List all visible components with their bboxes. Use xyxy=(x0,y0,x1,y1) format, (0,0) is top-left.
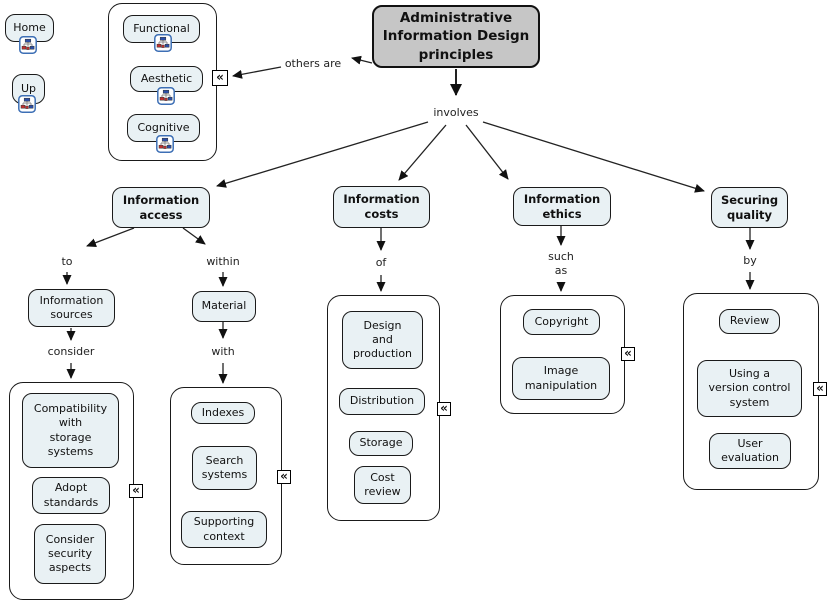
annotation-chevron-icon-quality[interactable]: « xyxy=(813,382,827,396)
concept-cognitive[interactable]: Cognitive xyxy=(127,114,200,142)
link-such-as: such as xyxy=(548,250,574,278)
concept-image-manipulation[interactable]: Image manipulation xyxy=(512,357,610,400)
concept-version-control[interactable]: Using a version control system xyxy=(697,360,802,417)
concept-copyright[interactable]: Copyright xyxy=(523,309,600,335)
concept-information-access[interactable]: Information access xyxy=(112,187,210,228)
up-cmap-link-icon[interactable] xyxy=(18,95,36,113)
cognitive-cmap-link-icon[interactable] xyxy=(156,135,174,153)
concept-information-sources[interactable]: Information sources xyxy=(28,289,115,327)
functional-cmap-link-icon[interactable] xyxy=(154,34,172,52)
link-others-are: others are xyxy=(284,57,342,70)
aesthetic-cmap-link-icon[interactable] xyxy=(157,87,175,105)
annotation-chevron-icon-material[interactable]: « xyxy=(277,470,291,484)
concept-material[interactable]: Material xyxy=(192,291,256,322)
concept-design-production[interactable]: Design and production xyxy=(342,311,423,369)
link-involves: involves xyxy=(433,106,479,119)
link-within: within xyxy=(206,255,240,268)
annotation-chevron-icon-costs[interactable]: « xyxy=(437,402,451,416)
concept-cost-review[interactable]: Cost review xyxy=(354,466,411,504)
concept-compatibility-storage[interactable]: Compatibility with storage systems xyxy=(22,393,119,468)
link-with: with xyxy=(211,345,235,358)
concept-indexes[interactable]: Indexes xyxy=(191,402,255,424)
root-concept-title[interactable]: Administrative Information Design princi… xyxy=(372,5,540,68)
home-cmap-link-icon[interactable] xyxy=(19,36,37,54)
concept-storage[interactable]: Storage xyxy=(349,431,413,456)
concept-consider-security[interactable]: Consider security aspects xyxy=(34,524,106,584)
link-consider: consider xyxy=(47,345,95,358)
concept-adopt-standards[interactable]: Adopt standards xyxy=(32,477,110,514)
concept-information-ethics[interactable]: Information ethics xyxy=(513,187,611,226)
annotation-chevron-icon-ethics[interactable]: « xyxy=(621,347,635,361)
annotation-chevron-icon-storage[interactable]: « xyxy=(129,484,143,498)
link-of: of xyxy=(375,256,387,269)
concept-supporting-context[interactable]: Supporting context xyxy=(181,511,267,548)
concept-user-evaluation[interactable]: User evaluation xyxy=(709,433,791,469)
concept-review[interactable]: Review xyxy=(719,309,780,334)
concept-distribution[interactable]: Distribution xyxy=(339,388,425,415)
home-node[interactable]: Home xyxy=(5,14,54,42)
concept-information-costs[interactable]: Information costs xyxy=(333,186,430,228)
annotation-chevron-icon-categories[interactable]: « xyxy=(212,70,228,86)
link-by: by xyxy=(743,254,757,267)
concept-search-systems[interactable]: Search systems xyxy=(192,446,257,490)
link-to: to xyxy=(61,255,73,268)
concept-functional[interactable]: Functional xyxy=(123,15,200,43)
concept-securing-quality[interactable]: Securing quality xyxy=(711,187,788,228)
